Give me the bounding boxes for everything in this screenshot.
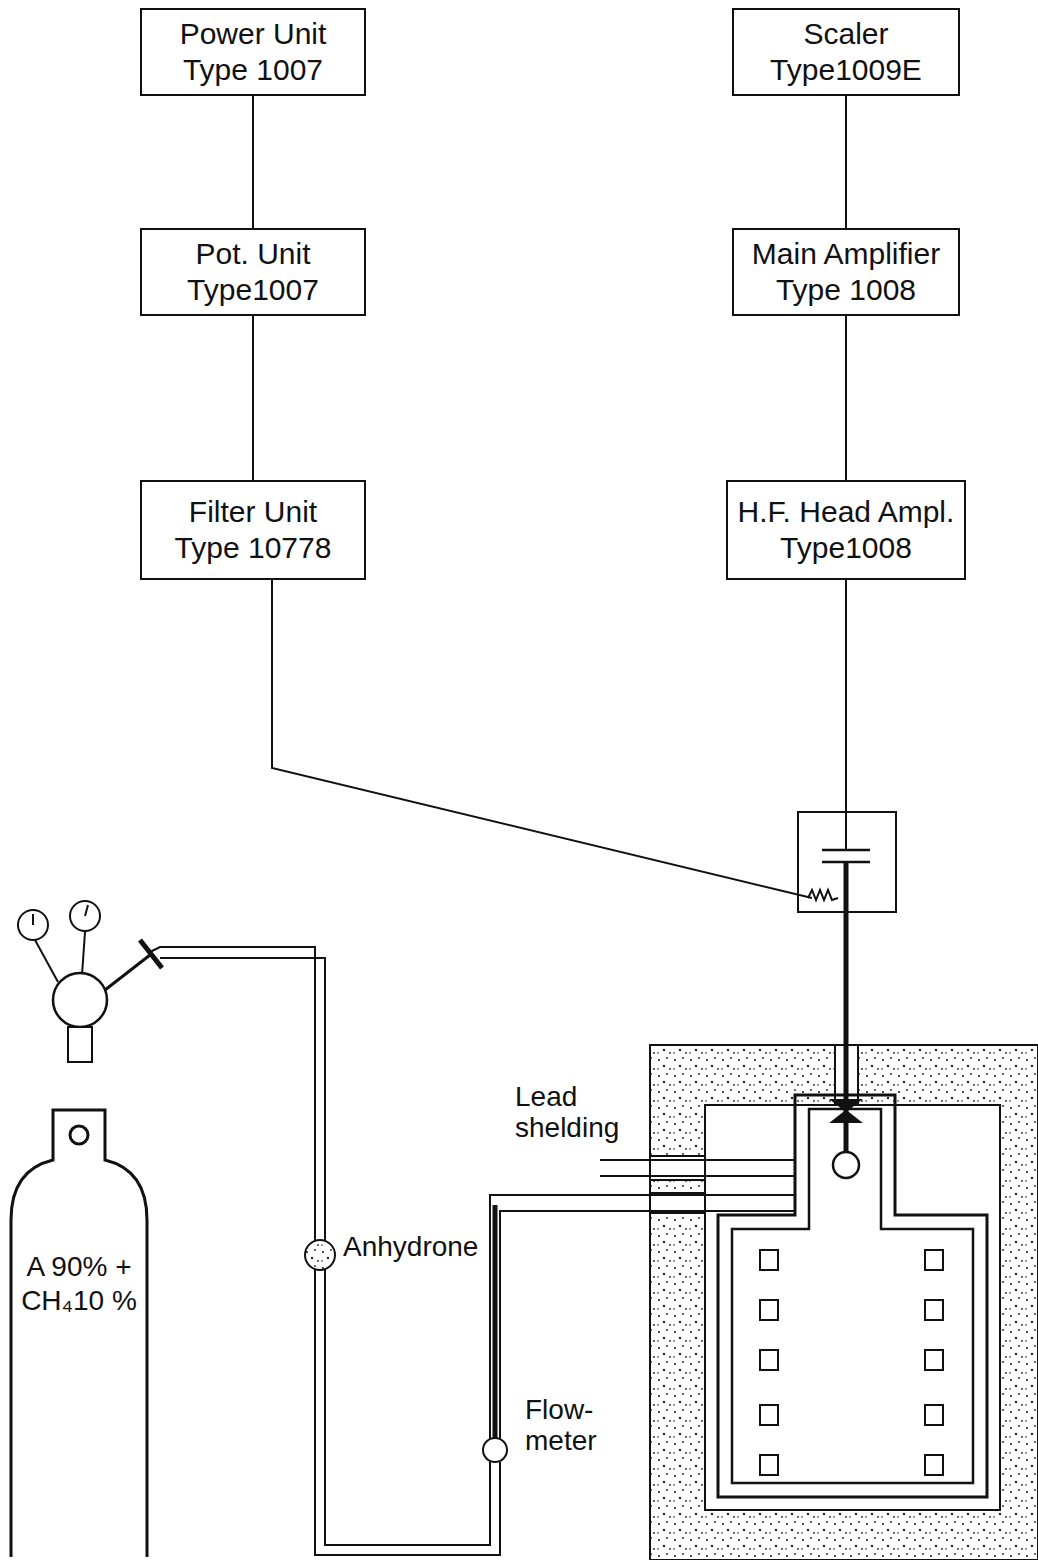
valve-tap xyxy=(140,940,162,968)
drier-label: Anhydrone xyxy=(343,1232,503,1263)
unit-label: Main Amplifier xyxy=(752,236,940,272)
pressure-gauge xyxy=(18,910,48,940)
gas-mixture: A 90% + CH₄10 % xyxy=(14,1250,144,1317)
unit-box: ScalerType1009E xyxy=(732,8,960,96)
capacitor-plate xyxy=(822,849,870,852)
flowmeter-tube xyxy=(493,1205,498,1440)
lead-shield xyxy=(650,1045,1038,1560)
gas-cylinder: A 90% + CH₄10 % xyxy=(8,1060,150,1558)
unit-label: Type 1008 xyxy=(776,272,916,308)
pressure-gauge xyxy=(70,901,100,931)
unit-box: Power UnitType 1007 xyxy=(140,8,366,96)
capacitor-lead xyxy=(845,812,847,850)
cable xyxy=(252,316,254,480)
cable xyxy=(845,316,847,480)
unit-label: H.F. Head Ampl. xyxy=(738,494,955,530)
cable xyxy=(252,96,254,228)
unit-label: Type1007 xyxy=(187,272,319,308)
flowmeter-float xyxy=(483,1438,507,1462)
sample-holders xyxy=(760,1250,943,1475)
unit-label: Type1008 xyxy=(780,530,912,566)
resistor-symbol xyxy=(808,890,838,900)
detector-vessel xyxy=(718,1095,987,1497)
valve-outlet xyxy=(105,955,150,990)
gauge-stem xyxy=(35,940,58,982)
unit-label: Filter Unit xyxy=(189,494,317,530)
unit-label: Type1009E xyxy=(770,52,922,88)
flowmeter-label: Flow- meter xyxy=(525,1395,617,1457)
unit-label: Pot. Unit xyxy=(195,236,310,272)
unit-box: Main AmplifierType 1008 xyxy=(732,228,960,316)
shield-label: Lead shelding xyxy=(515,1082,645,1144)
unit-box: Filter UnitType 10778 xyxy=(140,480,366,580)
unit-label: Type 1007 xyxy=(183,52,323,88)
drying-bulb xyxy=(305,1240,335,1270)
regulator-valve xyxy=(53,973,107,1027)
signal-wire xyxy=(845,580,847,812)
hv-wire xyxy=(272,580,812,898)
detector-inner xyxy=(732,1109,973,1483)
unit-label: Scaler xyxy=(803,16,888,52)
unit-box: H.F. Head Ampl.Type1008 xyxy=(726,480,967,580)
unit-label: Power Unit xyxy=(180,16,327,52)
valve-neck xyxy=(68,1027,92,1062)
cable xyxy=(845,96,847,228)
unit-label: Type 10778 xyxy=(175,530,332,566)
insulator-seal xyxy=(832,1100,860,1122)
gauge-stem xyxy=(82,932,85,975)
gas-pipes xyxy=(150,947,795,1555)
anode-ball xyxy=(833,1152,859,1178)
unit-box: Pot. UnitType1007 xyxy=(140,228,366,316)
